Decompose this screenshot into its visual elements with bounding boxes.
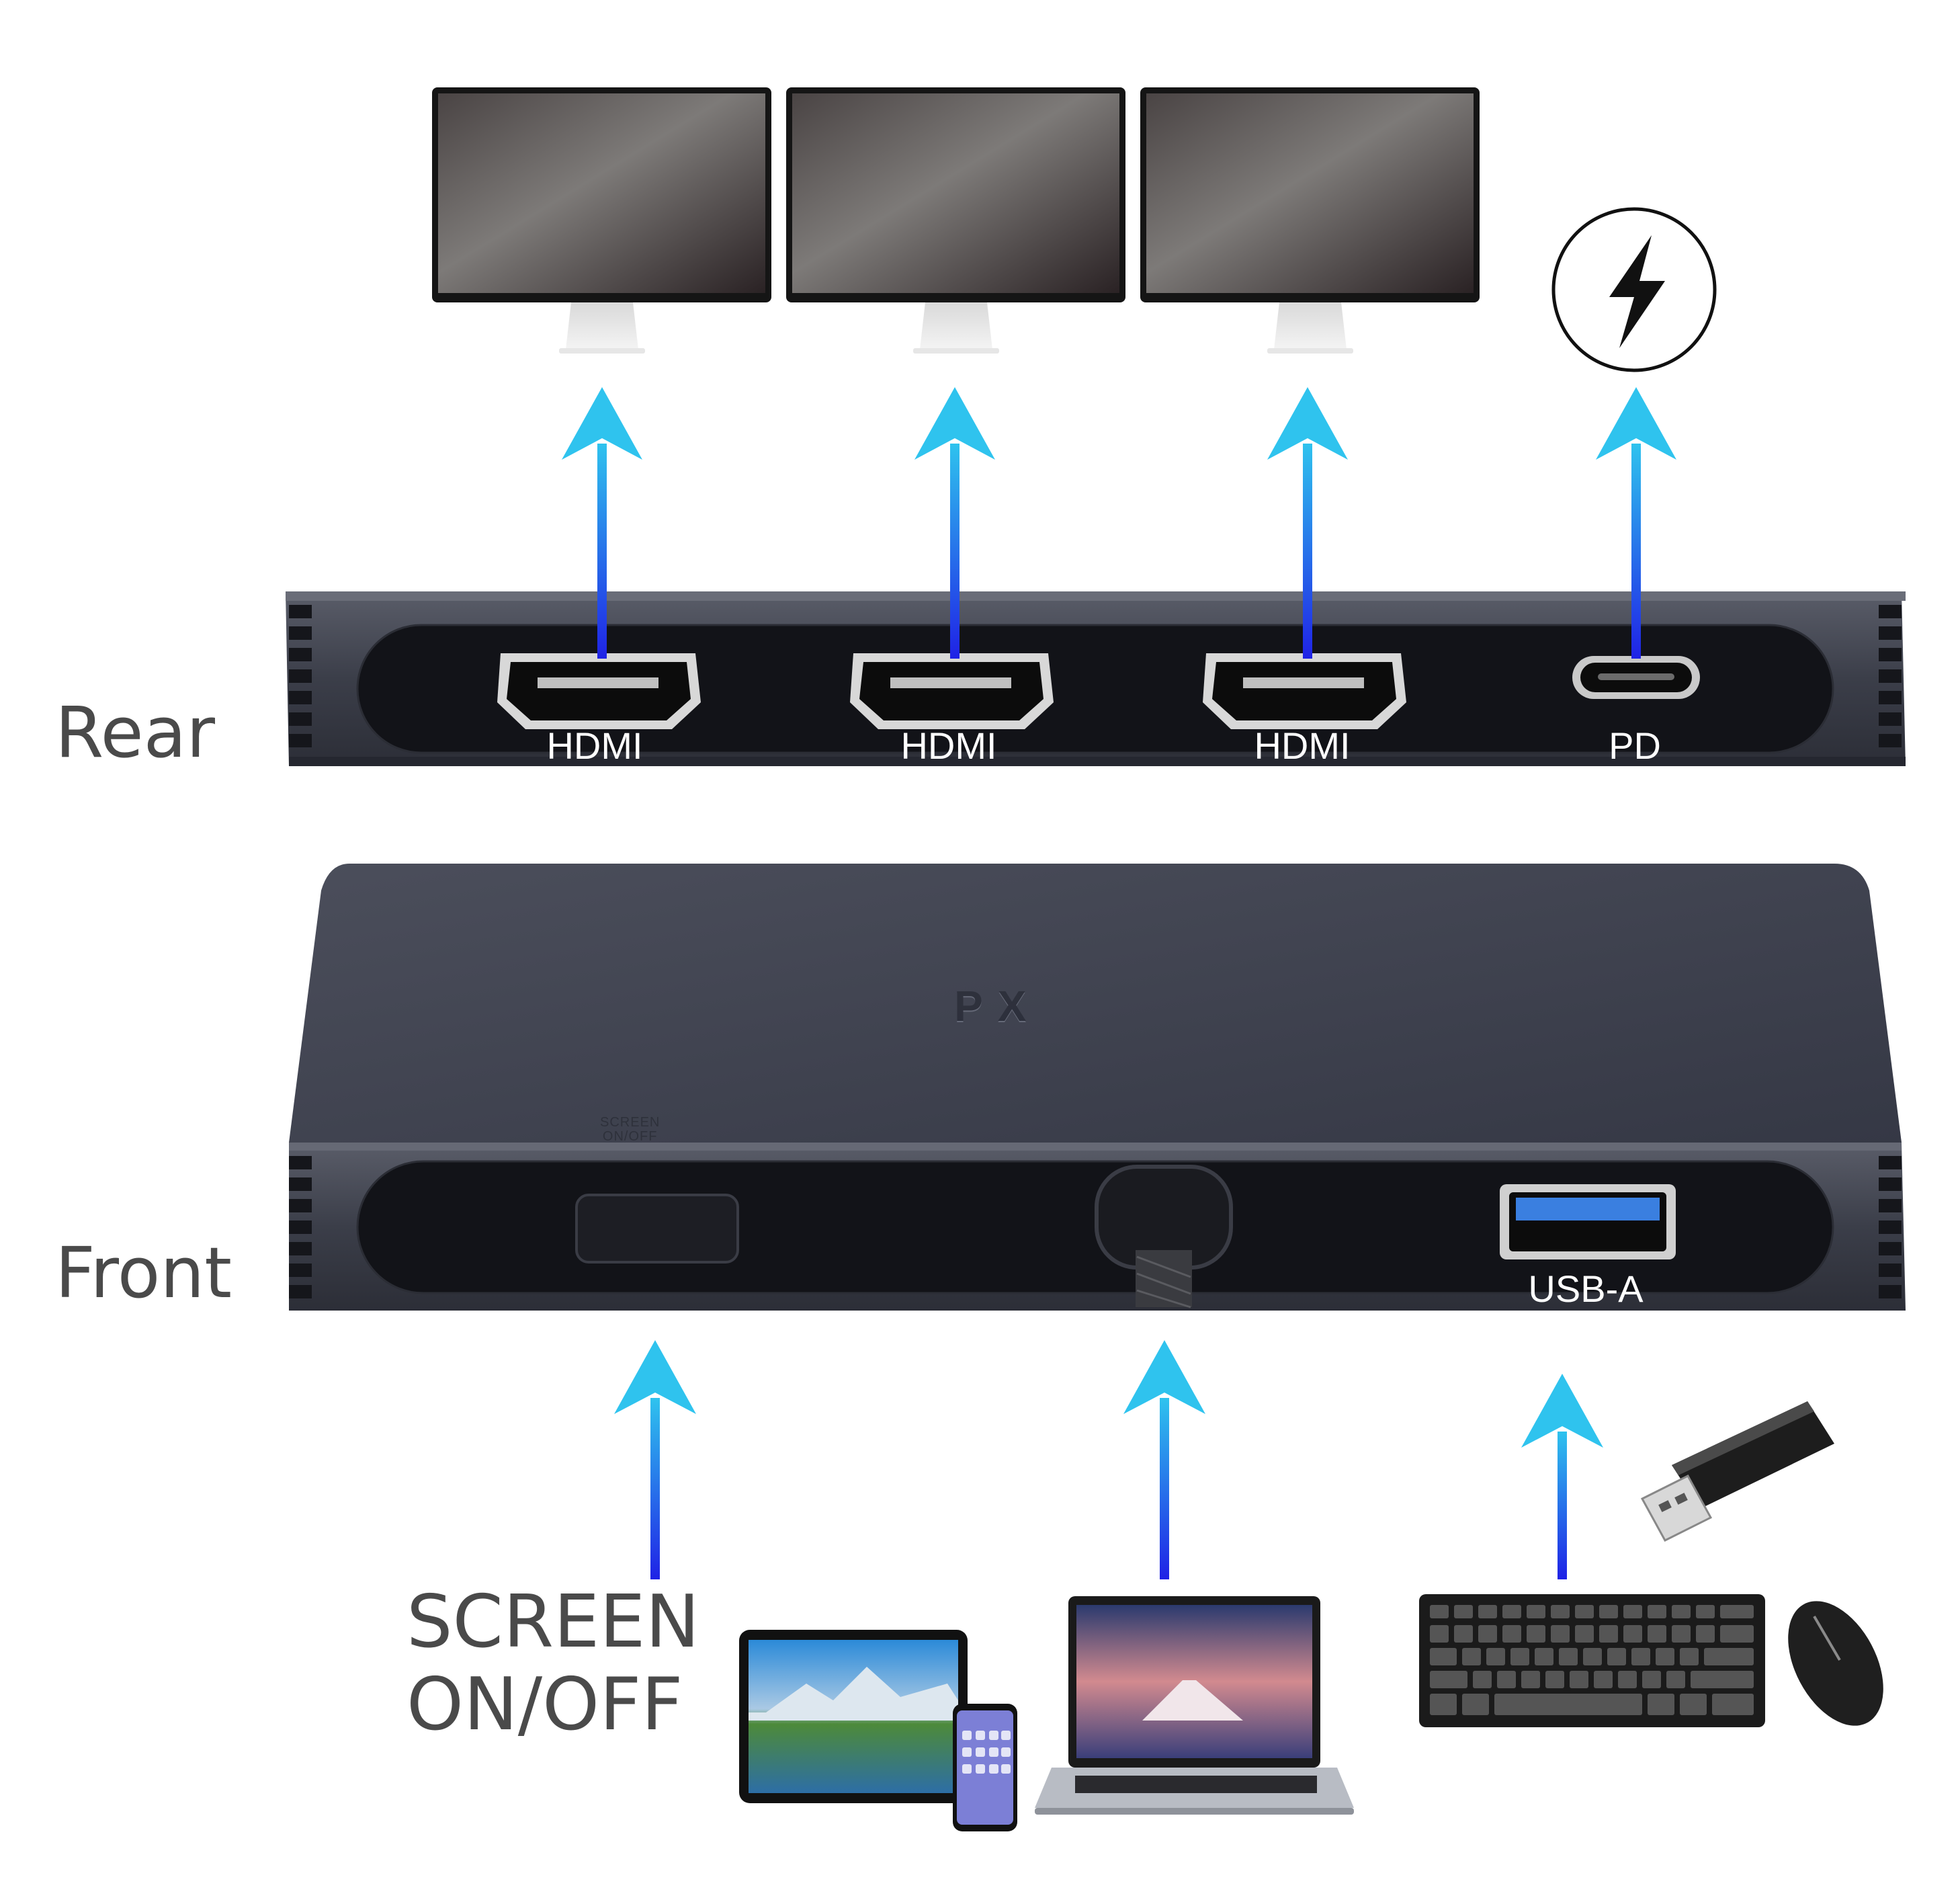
arrow-up-icon [562,387,642,659]
hub-switch-print-line1: SCREEN [600,1115,661,1130]
rear-port-label-hdmi-2: HDMI [900,725,997,767]
arrow-up-icon [1123,1340,1205,1579]
tablet-icon [739,1630,968,1803]
rear-port-label-hdmi-1: HDMI [546,725,643,767]
laptop-icon [1035,1596,1354,1815]
keyboard-icon [1419,1594,1765,1727]
lightning-bolt-icon [1551,207,1717,372]
screen-switch-caption-line2: ON/OFF [407,1663,683,1747]
hdmi-port-icon [1203,653,1406,729]
arrow-up-icon [914,387,995,659]
rear-port-label-hdmi-3: HDMI [1254,725,1351,767]
screen-switch-button-icon [575,1194,739,1264]
hub-switch-print-line2: ON/OFF [602,1129,658,1144]
hub-logo: PX [954,982,1041,1030]
usb-flash-drive-icon [1640,1401,1834,1542]
usb-c-port-icon [1572,656,1700,699]
usb-a-port-icon [1500,1184,1676,1259]
screen-switch-caption: SCREEN ON/OFF [407,1581,699,1746]
monitor-icon [786,87,1125,354]
arrow-up-icon [1521,1374,1603,1579]
rear-port-label-pd: PD [1609,725,1661,767]
rear-hub-panel [286,591,1906,766]
usb-c-cable-icon [1095,1165,1233,1309]
arrow-up-icon [1596,387,1676,659]
mouse-icon [1788,1601,1883,1726]
hdmi-port-icon [850,653,1054,729]
monitor-icon [1140,87,1480,354]
hdmi-port-icon [497,653,701,729]
screen-switch-caption-line1: SCREEN [407,1580,700,1664]
front-view-label: Front [55,1232,232,1314]
monitor-icon [432,87,771,354]
smartphone-icon [953,1704,1017,1831]
arrow-up-icon [1267,387,1348,659]
hub-switch-print: SCREEN ON/OFF [600,1116,660,1144]
rear-view-label: Rear [55,692,216,774]
arrow-up-icon [614,1340,696,1579]
front-port-label-usb-a: USB-A [1528,1268,1644,1310]
